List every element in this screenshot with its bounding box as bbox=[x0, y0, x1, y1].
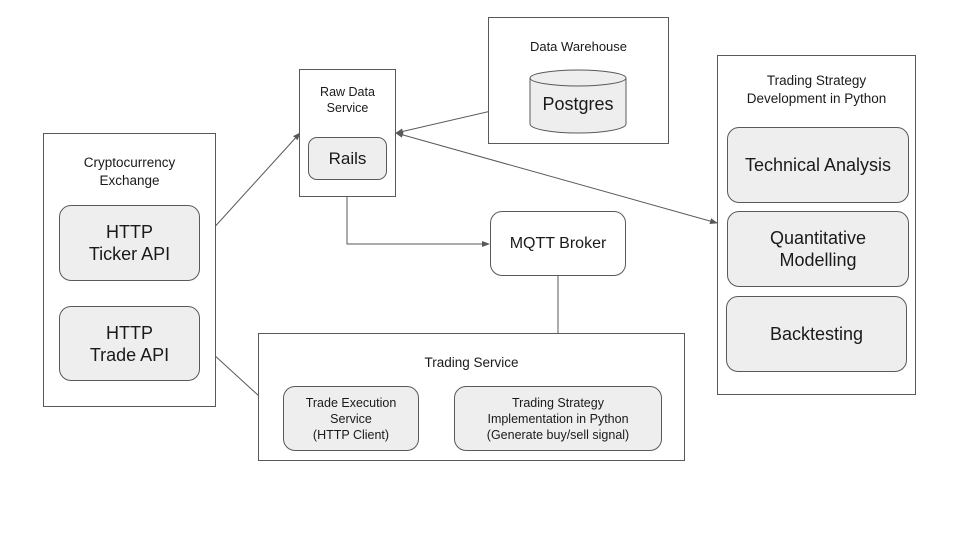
strategy-development-title: Trading Strategy Development in Python bbox=[746, 73, 887, 106]
rails-label: Rails bbox=[328, 148, 367, 168]
ticker-api-node[interactable]: HTTP Ticker API bbox=[59, 205, 200, 281]
ticker-api-label: HTTP Ticker API bbox=[88, 222, 171, 264]
trade-api-node[interactable]: HTTP Trade API bbox=[59, 306, 200, 381]
edge-rails-strategy-development bbox=[395, 132, 718, 224]
trade-api-label: HTTP Trade API bbox=[89, 322, 170, 365]
technical-analysis-label: Technical Analysis bbox=[744, 155, 892, 175]
mqtt-broker-node[interactable]: MQTT Broker bbox=[490, 211, 626, 276]
exchange-title: Cryptocurrency Exchange bbox=[83, 155, 176, 188]
mqtt-broker-label: MQTT Broker bbox=[509, 234, 607, 252]
technical-analysis-node[interactable]: Technical Analysis bbox=[727, 127, 909, 203]
rails-node[interactable]: Rails bbox=[308, 137, 387, 180]
edge-raw-data-to-mqtt bbox=[346, 197, 490, 247]
trade-execution-label: Trade Execution Service (HTTP Client) bbox=[305, 395, 397, 442]
quantitative-modelling-label: Quantitative Modelling bbox=[769, 228, 867, 270]
data-warehouse-title: Data Warehouse bbox=[529, 39, 628, 54]
postgres-label: Postgres bbox=[542, 94, 614, 114]
strategy-implementation-node[interactable]: Trading Strategy Implementation in Pytho… bbox=[454, 386, 662, 451]
backtesting-label: Backtesting bbox=[769, 324, 864, 344]
strategy-implementation-label: Trading Strategy Implementation in Pytho… bbox=[486, 395, 630, 442]
backtesting-node[interactable]: Backtesting bbox=[726, 296, 907, 372]
trading-service-title: Trading Service bbox=[424, 355, 519, 370]
postgres-cylinder-icon[interactable] bbox=[528, 68, 630, 136]
raw-data-service-title: Raw Data Service bbox=[320, 85, 375, 115]
trade-execution-node[interactable]: Trade Execution Service (HTTP Client) bbox=[283, 386, 419, 451]
quantitative-modelling-node[interactable]: Quantitative Modelling bbox=[727, 211, 909, 287]
